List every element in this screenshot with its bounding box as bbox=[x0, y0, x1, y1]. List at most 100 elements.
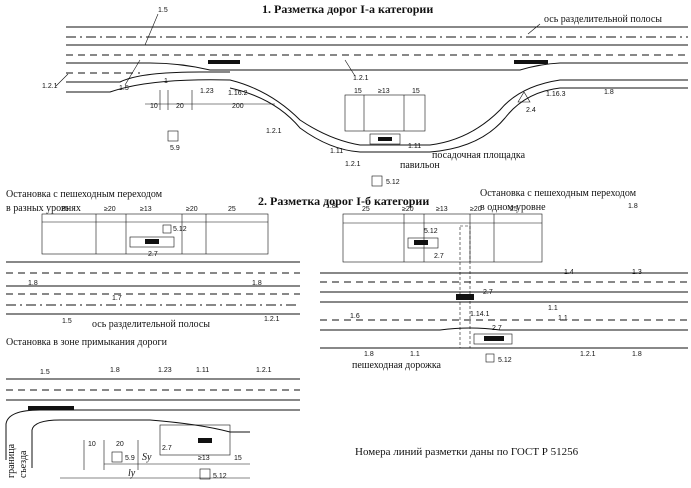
label: 2.7 bbox=[148, 251, 158, 258]
road-edge bbox=[320, 327, 688, 331]
label: 1.2.1 bbox=[345, 161, 361, 168]
label: 1.5 bbox=[40, 369, 50, 376]
label: 5.9 bbox=[170, 145, 180, 152]
label: 5.12 bbox=[386, 179, 400, 186]
marking-block bbox=[514, 60, 548, 64]
sign-5-12 bbox=[485, 353, 495, 363]
pavilion-box bbox=[473, 333, 513, 345]
pavilion-box bbox=[129, 236, 175, 248]
leader bbox=[124, 59, 141, 86]
dimension: 15 bbox=[354, 88, 362, 95]
sign-5-9 bbox=[167, 130, 179, 142]
dimension: 200 bbox=[232, 103, 244, 110]
dimension: 10 bbox=[88, 441, 96, 448]
stop-junction-caption: Остановка в зоне примыкания дороги bbox=[6, 337, 168, 348]
label: 1.2.1 bbox=[264, 316, 280, 323]
label: 1.5 bbox=[158, 7, 168, 14]
label: 1.7 bbox=[112, 295, 122, 302]
label: 1.3 bbox=[632, 269, 642, 276]
dimension: 25 bbox=[61, 206, 69, 213]
label: 1 bbox=[164, 78, 168, 85]
label: 2.7 bbox=[434, 253, 444, 260]
label: 1.4 bbox=[564, 269, 574, 276]
dimension: 25 bbox=[228, 206, 236, 213]
stop-diff-levels-caption: Остановка с пешеходным переходом bbox=[6, 189, 163, 200]
exit-curve bbox=[5, 409, 300, 460]
leader bbox=[55, 73, 69, 87]
leader bbox=[144, 13, 159, 46]
zebra-crossing bbox=[459, 225, 471, 349]
label: 1.1 bbox=[558, 315, 568, 322]
label: 5.12 bbox=[213, 473, 227, 480]
dimension: 15 bbox=[412, 88, 420, 95]
bay-curve bbox=[31, 419, 250, 468]
dimension: ≥20 bbox=[186, 206, 198, 213]
label: 1.8 bbox=[604, 89, 614, 96]
leader bbox=[527, 23, 541, 35]
label-sy: Sy bbox=[142, 452, 152, 463]
exit-border-caption-2: съезда bbox=[18, 450, 29, 478]
label: 1.5 bbox=[62, 318, 72, 325]
stop-mark bbox=[456, 294, 474, 300]
dimension: ≥20 bbox=[470, 206, 482, 213]
dimension: 15 bbox=[234, 455, 242, 462]
label: 1.2.1 bbox=[266, 128, 282, 135]
label: 1.8 bbox=[28, 280, 38, 287]
label: 2.7 bbox=[483, 289, 493, 296]
dimension: ≥13 bbox=[436, 206, 448, 213]
stop-mark bbox=[484, 336, 504, 341]
sign-5-9 bbox=[111, 451, 123, 463]
leader bbox=[344, 59, 356, 77]
pavilion-box bbox=[369, 133, 401, 145]
label: 1.1 bbox=[410, 351, 420, 358]
footpath-caption: пешеходная дорожка bbox=[352, 360, 442, 371]
label: 1.11 bbox=[196, 367, 209, 374]
dimension: 25 bbox=[362, 206, 370, 213]
dimension: ≥20 bbox=[402, 206, 414, 213]
label: 1.16.3 bbox=[546, 91, 566, 98]
dimension: ≥20 bbox=[104, 206, 116, 213]
label: 1.16.2 bbox=[228, 90, 248, 97]
dimension: 20 bbox=[176, 103, 184, 110]
stop-same-level-caption-2: в одном уровне bbox=[480, 202, 546, 213]
dimension: ≥13 bbox=[378, 88, 390, 95]
section2-title: 2. Разметка дорог I-б категории bbox=[258, 194, 429, 208]
sign-triangle bbox=[517, 91, 531, 103]
pavilion-caption: павильон bbox=[400, 160, 440, 171]
label-ly: ly bbox=[128, 468, 136, 479]
stop-bay-box bbox=[342, 213, 543, 263]
dimension: 20 bbox=[116, 441, 124, 448]
label: 1.5 bbox=[119, 85, 129, 92]
label: 1.8 bbox=[364, 351, 374, 358]
platform-box bbox=[344, 94, 426, 132]
gost-note: Номера линий разметки даны по ГОСТ Р 512… bbox=[355, 446, 579, 458]
label: 1.8 bbox=[628, 203, 638, 210]
label: 1.1 bbox=[548, 305, 558, 312]
stop-bay-box bbox=[41, 213, 269, 255]
label: 1.2.1 bbox=[353, 75, 369, 82]
sign-5-12 bbox=[199, 468, 211, 480]
label: 1.23 bbox=[200, 88, 214, 95]
label: 1.8 bbox=[326, 203, 336, 210]
axis-caption-left: ось разделительной полосы bbox=[92, 319, 210, 330]
label: 2.4 bbox=[526, 107, 536, 114]
stop-diff-levels-caption-2: в разных уровнях bbox=[6, 203, 81, 214]
sign-5-12 bbox=[162, 224, 172, 234]
label: 2.7 bbox=[492, 325, 502, 332]
bay-curve-outer bbox=[66, 79, 688, 146]
dimension: 25 bbox=[510, 206, 518, 213]
sign-5-12 bbox=[371, 175, 383, 187]
dimension: 10 bbox=[150, 103, 158, 110]
pavilion-mark bbox=[145, 239, 159, 244]
bay-curve-inner bbox=[229, 87, 688, 153]
dimension: ≥13 bbox=[198, 455, 210, 462]
label: 5.12 bbox=[498, 357, 512, 364]
label: 1.8 bbox=[632, 351, 642, 358]
label: 1.11 bbox=[330, 148, 343, 155]
stop-same-level-caption: Остановка с пешеходным переходом bbox=[480, 188, 637, 199]
exit-border-caption: граница bbox=[6, 443, 17, 478]
label: 1.2.1 bbox=[42, 83, 58, 90]
label: 5.12 bbox=[173, 226, 187, 233]
pavilion-mark bbox=[198, 438, 212, 443]
